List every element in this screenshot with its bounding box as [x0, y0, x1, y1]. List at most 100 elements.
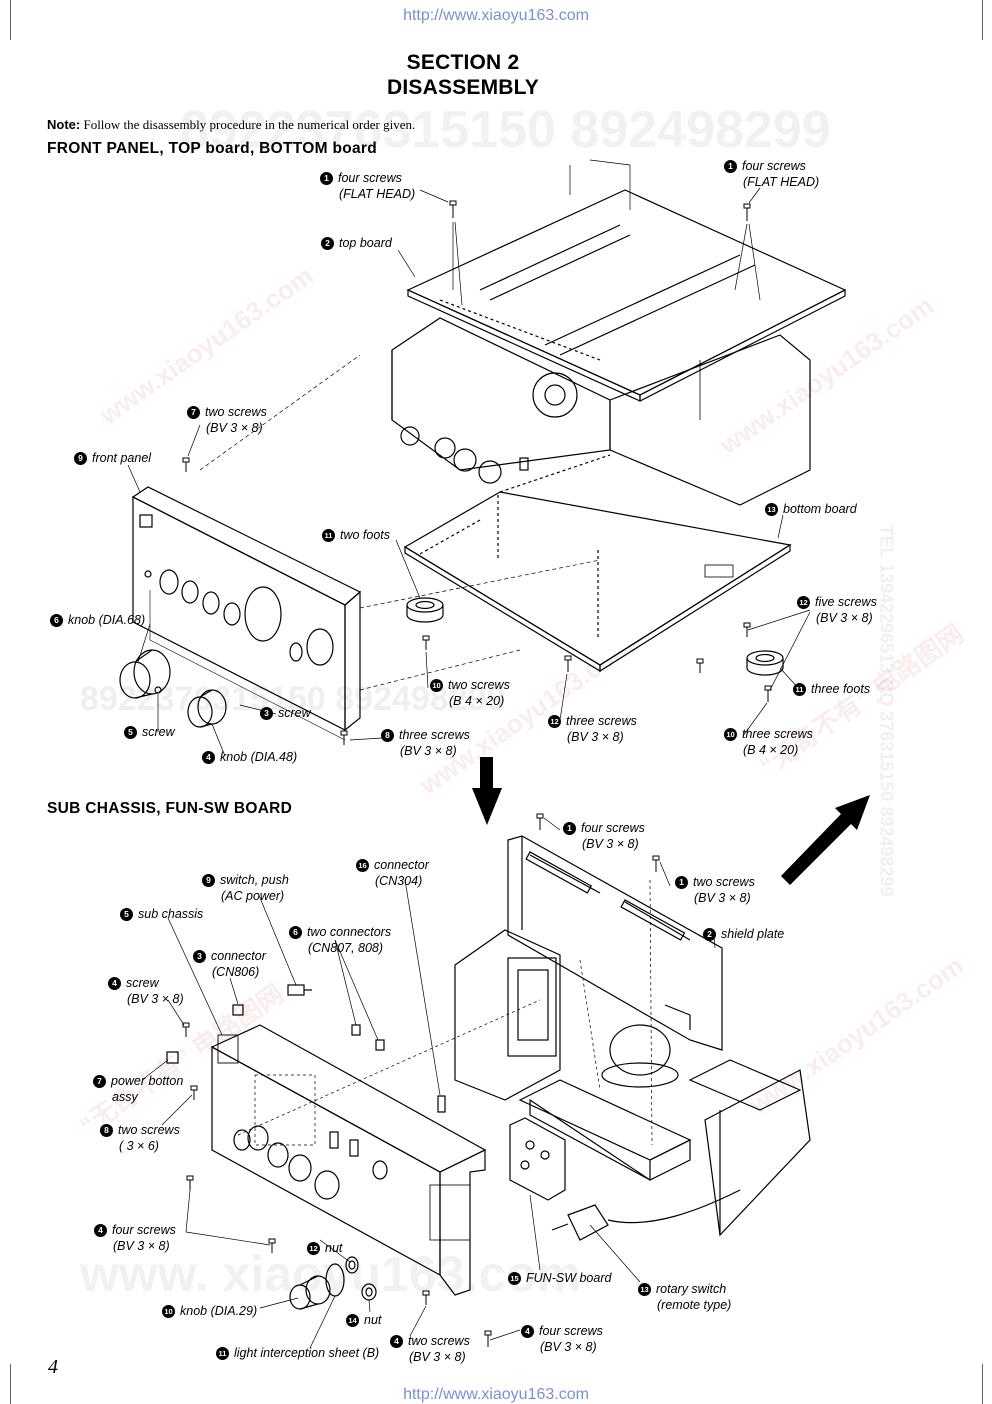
callout-text: ( 3 × 6): [119, 1139, 159, 1153]
step-number-badge: 12: [548, 715, 561, 728]
callout-text: (AC power): [221, 889, 285, 903]
step-number-badge: 6: [289, 926, 302, 939]
callout-text: four screws: [742, 159, 806, 173]
screw: [186, 1175, 194, 1190]
page-number: 4: [48, 1356, 58, 1378]
callout-text: four screws: [539, 1324, 603, 1338]
step-number-badge: 10: [430, 679, 443, 692]
step-number-badge: 3: [193, 950, 206, 963]
nut: [345, 1256, 359, 1274]
nut: [361, 1283, 377, 1301]
step-number-badge: 11: [793, 683, 806, 696]
callout-text: screw: [126, 976, 159, 990]
callout-text: two screws: [408, 1334, 470, 1348]
callout-text: connector: [374, 858, 429, 872]
step-number-badge: 1: [563, 822, 576, 835]
callout-text: switch, push: [220, 873, 289, 887]
callout-text: (BV 3 × 8): [582, 837, 639, 851]
callout-text: knob (DIA.29): [180, 1304, 258, 1318]
header-url[interactable]: http://www.xiaoyu163.com: [403, 7, 589, 24]
step-number-badge: 4: [202, 751, 215, 764]
callout-text: five screws: [815, 595, 877, 609]
step-number-badge: 11: [216, 1347, 229, 1360]
callout-text: four screws: [338, 171, 402, 185]
step-number-badge: 10: [162, 1305, 175, 1318]
arrow-down: [472, 757, 502, 825]
callout-text: nut: [364, 1313, 382, 1327]
callout-text: three screws: [566, 714, 637, 728]
callout-text: two screws: [205, 405, 267, 419]
heading-front-panel: FRONT PANEL, TOP board, BOTTOM board: [47, 140, 377, 157]
callout-light-interception-sheet: 11 light interception sheet (B): [216, 1345, 379, 1361]
callout-text: two screws: [118, 1123, 180, 1137]
step-number-badge: 1: [724, 160, 737, 173]
front-panel: [131, 486, 362, 606]
callout-text: (BV 3 × 8): [567, 730, 624, 744]
note-label: Note:: [47, 117, 81, 132]
screw: [182, 457, 190, 472]
screw: [190, 1085, 198, 1100]
switch-push: [287, 984, 312, 996]
footer-url[interactable]: http://www.xiaoyu163.com: [403, 1386, 589, 1403]
callout-text: two screws: [693, 875, 755, 889]
section-number: SECTION 2: [406, 51, 520, 74]
callout-text: (FLAT HEAD): [339, 187, 416, 201]
foot: [406, 597, 444, 623]
callout-text: (BV 3 × 8): [400, 744, 457, 758]
step-number-badge: 5: [120, 908, 133, 921]
connector-cn304: [437, 1095, 446, 1113]
callout-text: rotary switch: [656, 1282, 727, 1296]
callout-text: screw: [278, 706, 311, 720]
screw: [449, 200, 457, 218]
screw: [484, 1330, 492, 1347]
callout-text: (CN807, 808): [308, 941, 384, 955]
callout-text: power botton: [111, 1074, 184, 1088]
step-number-badge: 1: [320, 172, 333, 185]
screw: [652, 855, 660, 872]
step-number-badge: 2: [703, 928, 716, 941]
callout-text: (BV 3 × 8): [816, 611, 873, 625]
step-number-badge: 4: [94, 1224, 107, 1237]
step-number-badge: 7: [93, 1075, 106, 1088]
light-interception-sheet: [325, 1263, 345, 1297]
screw: [340, 730, 348, 745]
crop-mark: [982, 1364, 992, 1404]
callout-text: nut: [325, 1241, 343, 1255]
callout-text: top board: [339, 236, 392, 250]
note-text: Follow the disassembly procedure in the …: [80, 117, 416, 132]
arrow-up-right: [781, 795, 870, 885]
step-number-badge: 7: [187, 406, 200, 419]
step-number-badge: 4: [390, 1335, 403, 1348]
page-title: DISASSEMBLY: [387, 76, 539, 99]
callout-text: three screws: [399, 728, 470, 742]
callout-text: (BV 3 × 8): [694, 891, 751, 905]
step-number-badge: 1: [675, 876, 688, 889]
callout-text: two foots: [340, 528, 391, 542]
step-number-badge: 5: [124, 726, 137, 739]
screw: [764, 685, 772, 702]
power-button-assy: [166, 1051, 179, 1064]
step-number-badge: 4: [521, 1325, 534, 1338]
connector-cn807: [351, 1024, 361, 1036]
callout-text: four screws: [112, 1223, 176, 1237]
callout-text: light interception sheet (B): [234, 1346, 380, 1360]
step-number-badge: 13: [765, 503, 778, 516]
callout-text: (B 4 × 20): [449, 694, 505, 708]
step-number-badge: 2: [321, 237, 334, 250]
callout-text: bottom board: [783, 502, 857, 516]
knob-dia68: [119, 649, 171, 699]
